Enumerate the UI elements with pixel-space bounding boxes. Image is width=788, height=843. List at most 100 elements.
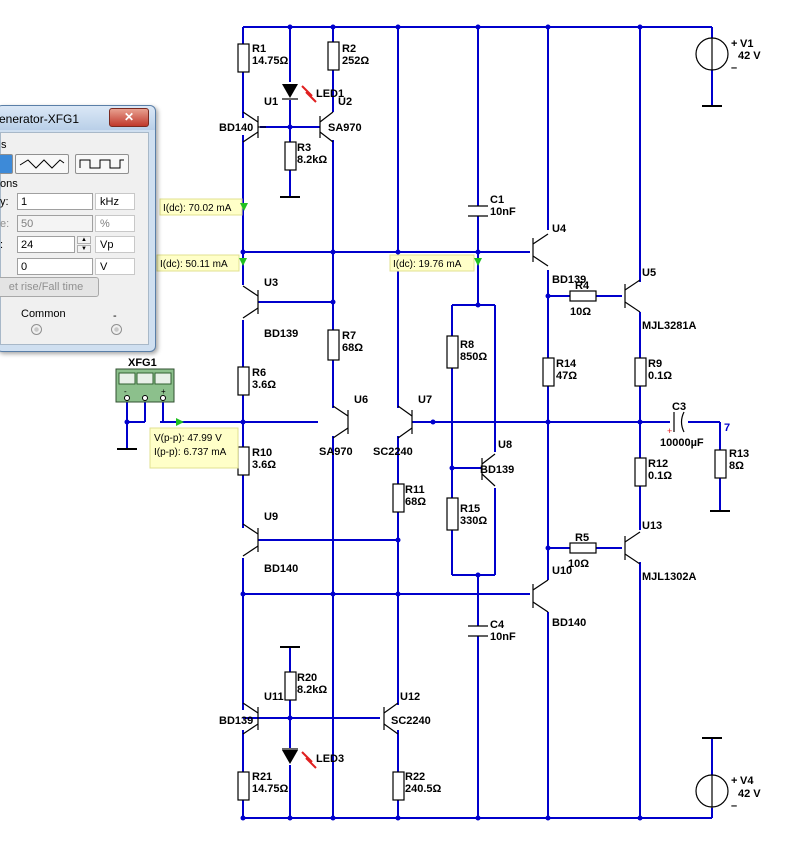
square-wave-button[interactable] (75, 154, 129, 174)
transistor-U13[interactable]: U13 MJL1302A (624, 520, 696, 583)
signal-options-heading: ons (0, 178, 18, 190)
led-LED3[interactable]: LED3 (282, 748, 344, 769)
resistor-R3[interactable]: R38.2kΩ (284, 141, 327, 171)
svg-text:10nF: 10nF (490, 206, 516, 218)
svg-text:BD139: BD139 (264, 328, 298, 340)
window-titlebar[interactable]: enerator-XFG1 ✕ (0, 106, 155, 130)
svg-text:68Ω: 68Ω (342, 342, 363, 354)
svg-text:MJL1302A: MJL1302A (642, 571, 696, 583)
svg-text:+: + (161, 387, 166, 396)
svg-text:14.75Ω: 14.75Ω (252, 55, 289, 67)
offset-unit[interactable]: V (95, 258, 135, 275)
transistor-U11[interactable]: U11 BD139 (219, 691, 284, 735)
amplitude-input[interactable]: 24 (17, 236, 75, 253)
offset-input[interactable]: 0 (17, 258, 93, 275)
transistor-U3[interactable]: U3 BD139 (242, 277, 298, 340)
transistor-U2[interactable]: U2 SA970 (319, 96, 362, 143)
common-terminal-label: Common (21, 308, 66, 320)
probe-3[interactable]: I(dc): 19.76 mA (389, 254, 482, 272)
svg-text:XFG1: XFG1 (128, 357, 157, 369)
capacitor-C3[interactable]: C3 10000µF + (660, 401, 704, 449)
amplitude-unit[interactable]: Vp (95, 236, 135, 253)
spin-down-icon[interactable]: ▼ (77, 245, 91, 253)
svg-text:U6: U6 (354, 394, 368, 406)
dc-source-V1[interactable]: + – V1 42 V (695, 37, 761, 107)
transistor-U5[interactable]: U5 MJL3281A (624, 267, 696, 332)
led-LED1[interactable]: LED1 (282, 84, 344, 103)
svg-text:0.1Ω: 0.1Ω (648, 370, 672, 382)
sine-wave-button[interactable] (0, 154, 13, 174)
svg-text:BD140: BD140 (552, 617, 586, 629)
frequency-unit[interactable]: kHz (95, 193, 135, 210)
function-generator-XFG1[interactable]: XFG1 - + (115, 357, 175, 403)
rise-fall-button[interactable]: et rise/Fall time (0, 277, 99, 297)
svg-text:68Ω: 68Ω (405, 496, 426, 508)
svg-text:14.75Ω: 14.75Ω (252, 783, 289, 795)
svg-text:U5: U5 (642, 267, 656, 279)
svg-text:R8: R8 (460, 339, 474, 351)
resistor-R9[interactable]: R90.1Ω (634, 357, 672, 387)
transistor-U4[interactable]: U4 BD139 (532, 223, 586, 286)
amplitude-label: : (0, 239, 4, 251)
svg-text:U4: U4 (552, 223, 567, 235)
svg-text:U10: U10 (552, 565, 572, 577)
svg-text:R22: R22 (405, 771, 425, 783)
transistor-U6[interactable]: U6 SA970 (319, 394, 368, 458)
triangle-wave-button[interactable] (15, 154, 69, 174)
svg-text:U3: U3 (264, 277, 278, 289)
transistor-U12[interactable]: U12 SC2240 (383, 691, 431, 735)
svg-text:42 V: 42 V (738, 788, 761, 800)
probe-4[interactable]: V(p-p): 47.99 V I(p-p): 6.737 mA (149, 418, 239, 469)
svg-text:C1: C1 (490, 194, 504, 206)
probe-1[interactable]: I(dc): 70.02 mA (159, 198, 248, 216)
duty-cycle-input[interactable]: 50 (17, 215, 93, 232)
resistor-R4[interactable]: R4 10Ω (569, 280, 597, 318)
probe-2[interactable]: I(dc): 50.11 mA (156, 254, 247, 272)
svg-text:R6: R6 (252, 367, 266, 379)
resistor-R6[interactable]: R63.6Ω (237, 366, 276, 396)
transistor-U9[interactable]: U9 BD140 (242, 511, 298, 575)
transistor-U10[interactable]: U10 BD140 (532, 565, 586, 629)
svg-text:42 V: 42 V (738, 50, 761, 62)
svg-text:U8: U8 (498, 439, 512, 451)
spin-up-icon[interactable]: ▲ (77, 236, 91, 244)
svg-text:R21: R21 (252, 771, 272, 783)
dc-source-V4[interactable]: + – V4 42 V (695, 737, 761, 812)
svg-text:BD139: BD139 (552, 274, 586, 286)
duty-cycle-unit: % (95, 215, 135, 232)
frequency-input[interactable]: 1 (17, 193, 93, 210)
transistor-U1[interactable]: U1 BD140 (219, 96, 278, 143)
svg-text:8.2kΩ: 8.2kΩ (297, 684, 327, 696)
transistor-U8[interactable]: U8 BD139 (480, 439, 514, 487)
close-button[interactable]: ✕ (109, 108, 149, 127)
minus-terminal-radio[interactable] (111, 324, 122, 335)
transistor-U7[interactable]: U7 SC2240 (373, 394, 432, 458)
function-generator-window[interactable]: enerator-XFG1 ✕ s ons y: 1 kHz e: 50 % :… (0, 105, 156, 352)
svg-text:+: + (731, 775, 737, 787)
svg-text:10Ω: 10Ω (570, 306, 591, 318)
svg-text:SA970: SA970 (319, 446, 353, 458)
svg-text:R4: R4 (575, 280, 590, 292)
svg-text:–: – (731, 62, 737, 74)
svg-text:–: – (731, 800, 737, 812)
common-terminal-radio[interactable] (31, 324, 42, 335)
svg-text:R15: R15 (460, 503, 480, 515)
svg-text:SA970: SA970 (328, 122, 362, 134)
